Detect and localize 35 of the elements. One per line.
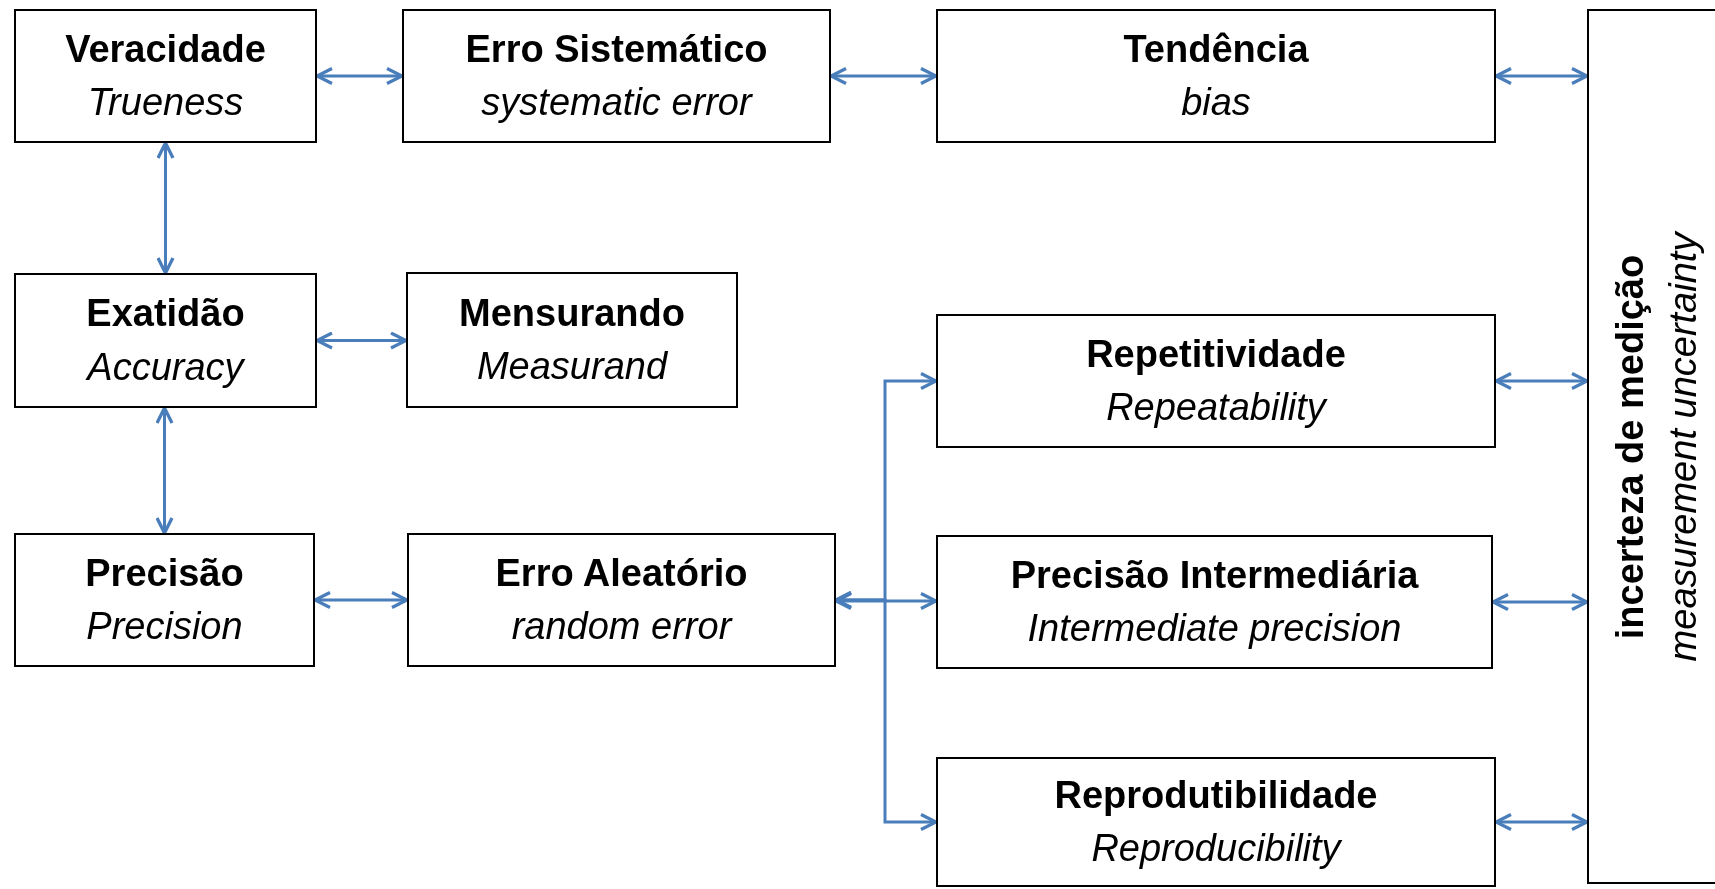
double-arrow: [156, 141, 175, 275]
term-box: [936, 9, 1496, 143]
term-name: Mensurando: [459, 290, 685, 336]
term-translation: Accuracy: [87, 344, 244, 390]
term-name: Exatidão: [86, 291, 245, 337]
term-name: Erro Sistemático: [465, 26, 768, 72]
term-translation: Intermediate precision: [1027, 606, 1402, 651]
term-translation: measurement uncertainty: [1661, 232, 1705, 661]
term-name: Reprodutibilidade: [1054, 772, 1378, 818]
term-name: incerteza de medição: [1607, 254, 1652, 639]
term-box: [936, 535, 1493, 669]
term-name: Precisão: [85, 550, 244, 596]
term-translation: systematic error: [481, 80, 752, 125]
term-box: [14, 533, 315, 667]
term-box: [406, 272, 738, 408]
term-translation: random error: [511, 604, 732, 649]
term-name: Tendência: [1123, 26, 1309, 72]
term-box: [14, 9, 317, 143]
double-arrow: [155, 406, 174, 535]
term-box: [14, 273, 317, 408]
term-translation: bias: [1181, 80, 1251, 125]
term-box: [407, 533, 836, 667]
term-translation: Precision: [86, 604, 243, 649]
term-translation: Trueness: [87, 80, 244, 125]
term-name: Repetitividade: [1086, 331, 1346, 377]
term-translation: Repeatability: [1106, 385, 1326, 430]
term-box: [402, 9, 831, 143]
term-translation: Measurand: [476, 344, 668, 389]
term-name: Veracidade: [65, 26, 266, 72]
term-translation: Reproducibility: [1091, 826, 1341, 871]
term-name: Precisão Intermediária: [1010, 552, 1419, 598]
term-box: [1587, 9, 1715, 884]
term-box: [936, 314, 1496, 448]
term-box: [936, 757, 1496, 887]
term-name: Erro Aleatório: [495, 550, 748, 596]
